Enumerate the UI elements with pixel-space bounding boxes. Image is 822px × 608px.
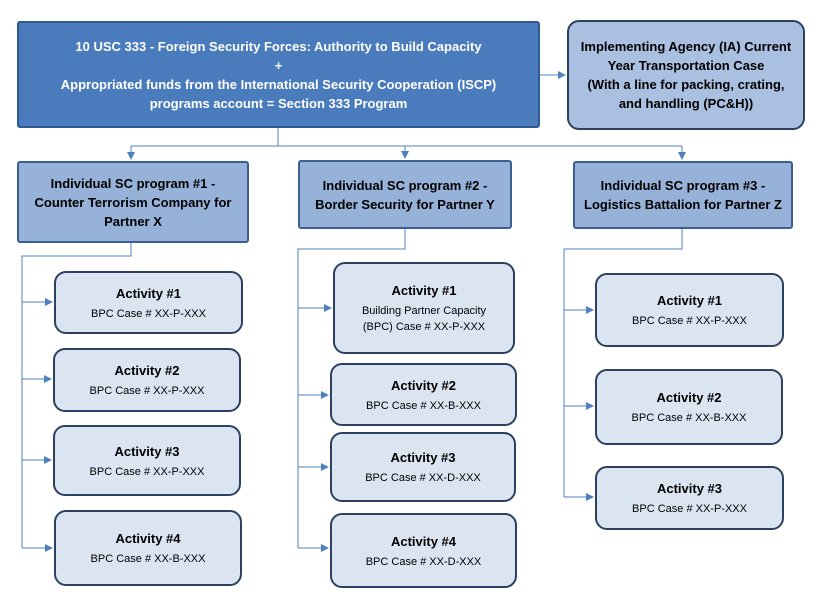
activity-case-number: BPC Case # XX-P-XXX [89,385,205,397]
program-3-activity-3-box: Activity #3 BPC Case # XX-P-XXX [595,466,784,530]
activity-case-number: BPC Case # XX-P-XXX [89,465,205,478]
root-line-4: programs account = Section 333 Program [149,95,408,111]
section-333-authority-box: 10 USC 333 - Foreign Security Forces: Au… [17,21,540,128]
activity-case-number: BPC Case # XX-B-XXX [366,399,481,412]
ia-line-4: and handling (PC&H)) [618,96,754,111]
program-2-activity-4-box: Activity #4 BPC Case # XX-D-XXX [330,513,517,588]
program-2-activity-3-box: Activity #3 BPC Case # XX-D-XXX [330,432,516,502]
activity-case-number: BPC Case # XX-P-XXX [632,315,747,327]
connector-program-1-stem [21,243,132,548]
activity-title: Activity #1 [656,293,723,308]
program-1-title-line-2: Counter Terrorism Company for [34,194,232,210]
program-3-activity-1-box: Activity #1 BPC Case # XX-P-XXX [595,273,784,347]
activity-title: Activity #4 [390,533,457,549]
program-2-title-line-1: Individual SC program #2 - [322,177,488,193]
activity-title: Activity #3 [390,450,456,465]
activity-title: Activity #3 [656,481,723,496]
program-1-activity-3-box: Activity #3 BPC Case # XX-P-XXX [53,425,241,496]
activity-title: Activity #2 [656,390,722,405]
activity-case-line-1: Building Partner Capacity [361,305,487,317]
root-line-3: Appropriated funds from the Internationa… [60,76,497,92]
activity-title: Activity #3 [114,443,180,459]
ia-line-3: (With a line for packing, crating, [587,77,785,92]
activity-case-number: BPC Case # XX-B-XXX [631,412,747,424]
ia-line-2: Year Transportation Case [607,58,765,73]
activity-case-number: BPC Case # XX-P-XXX [632,503,747,515]
activity-case-line-2: (BPC) Case # XX-P-XXX [362,321,486,333]
ia-line-1: Implementing Agency (IA) Current [580,39,792,54]
program-3-box: Individual SC program #3 - Logistics Bat… [573,161,793,229]
program-2-activity-2-box: Activity #2 BPC Case # XX-B-XXX [330,363,517,426]
program-1-box: Individual SC program #1 - Counter Terro… [17,161,249,243]
program-1-title-line-1: Individual SC program #1 - [50,175,216,191]
connector-program-2-stem [297,229,406,548]
program-3-title-line-1: Individual SC program #3 - [600,178,766,193]
root-line-1: 10 USC 333 - Foreign Security Forces: Au… [75,38,482,54]
activity-title: Activity #4 [115,531,181,546]
program-3-activity-2-box: Activity #2 BPC Case # XX-B-XXX [595,369,783,445]
activity-case-number: BPC Case # XX-D-XXX [365,555,482,568]
program-1-activity-1-box: Activity #1 BPC Case # XX-P-XXX [54,271,243,334]
program-1-title-line-3: Partner X [104,213,162,229]
program-3-title-line-2: Logistics Battalion for Partner Z [584,197,782,212]
activity-title: Activity #1 [115,285,182,301]
activity-case-number: BPC Case # XX-D-XXX [365,472,481,484]
program-1-activity-4-box: Activity #4 BPC Case # XX-B-XXX [54,510,242,586]
activity-title: Activity #2 [390,377,457,393]
root-line-2: + [274,57,283,73]
program-1-activity-2-box: Activity #2 BPC Case # XX-P-XXX [53,348,241,412]
implementing-agency-box: Implementing Agency (IA) Current Year Tr… [567,20,805,130]
activity-title: Activity #1 [391,283,457,298]
connector-program-3-stem [563,229,683,497]
program-2-box: Individual SC program #2 - Border Securi… [298,160,512,229]
program-2-activity-1-box: Activity #1 Building Partner Capacity (B… [333,262,515,354]
activity-case-number: BPC Case # XX-B-XXX [90,553,206,565]
program-2-title-line-2: Border Security for Partner Y [315,196,495,212]
activity-title: Activity #2 [114,363,180,378]
activity-case-number: BPC Case # XX-P-XXX [91,307,206,320]
